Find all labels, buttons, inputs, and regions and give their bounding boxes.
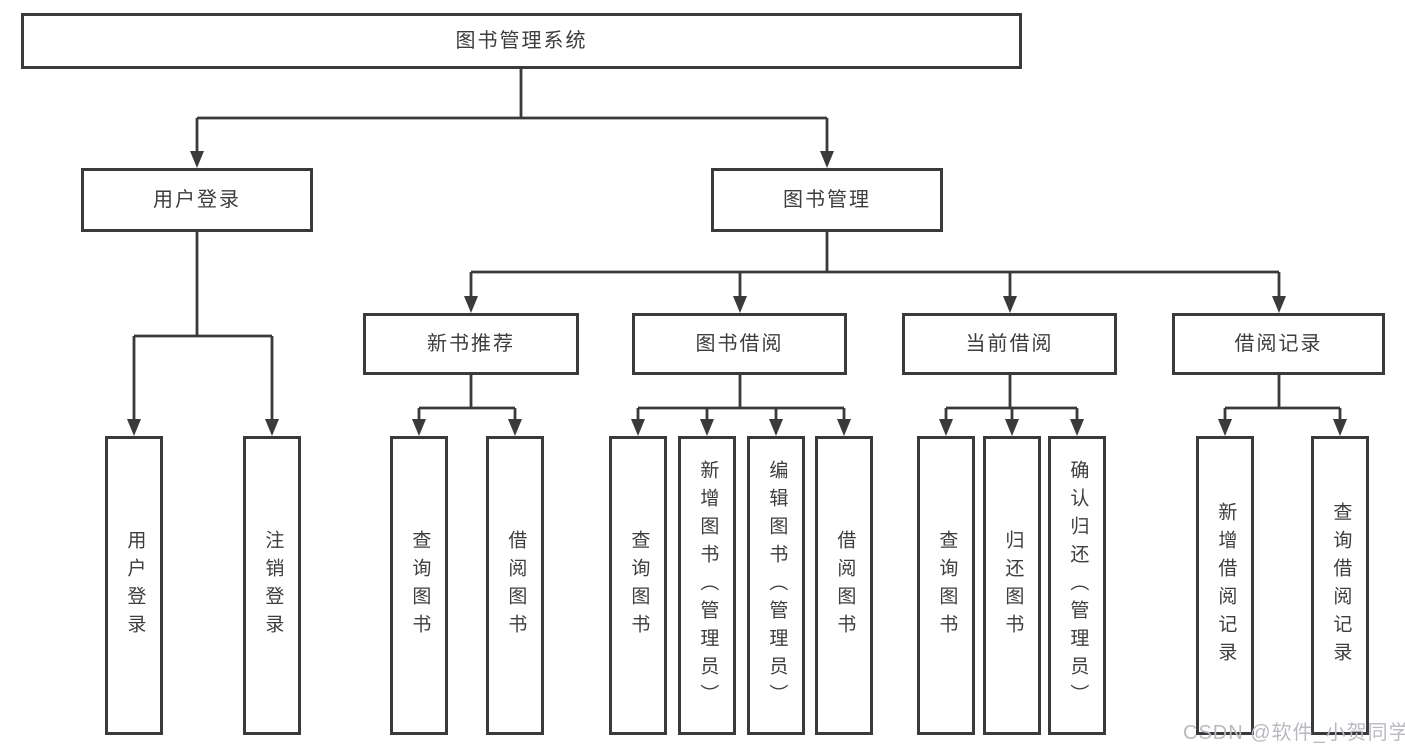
- leaf-label: 注销登录: [262, 529, 284, 642]
- node-new-book-recommend: 新书推荐: [363, 313, 579, 375]
- leaf-label: 用户登录: [124, 529, 146, 642]
- arrow-down-icon: [837, 419, 851, 436]
- leaf-label: 查询借阅记录: [1330, 501, 1352, 670]
- leaf-query-books-current: 查询图书: [917, 436, 975, 735]
- csdn-watermark: CSDN @软件_小贺同学: [1183, 722, 1405, 744]
- arrow-down-icon: [1003, 296, 1017, 313]
- node-borrow-records: 借阅记录: [1172, 313, 1385, 375]
- arrow-down-icon: [412, 419, 426, 436]
- leaf-label: 归还图书: [1002, 529, 1024, 642]
- leaf-query-books-borrowing: 查询图书: [609, 436, 667, 735]
- arrow-down-icon: [265, 419, 279, 436]
- arrow-down-icon: [1218, 419, 1232, 436]
- arrow-down-icon: [190, 151, 204, 168]
- leaf-label: 确认归还（管理员）: [1067, 459, 1089, 712]
- leaf-add-book-admin: 新增图书（管理员）: [678, 436, 736, 735]
- leaf-confirm-return-admin: 确认归还（管理员）: [1048, 436, 1106, 735]
- leaf-label: 查询图书: [936, 529, 958, 642]
- node-label: 图书管理: [783, 189, 871, 211]
- node-label: 当前借阅: [965, 333, 1054, 355]
- arrow-down-icon: [769, 419, 783, 436]
- node-root-system: 图书管理系统: [21, 13, 1022, 69]
- leaf-edit-book-admin: 编辑图书（管理员）: [747, 436, 805, 735]
- connector-root-to-level2: [195, 69, 829, 154]
- arrow-down-icon: [464, 296, 478, 313]
- connector-newbookrec-to-leaves: [417, 375, 517, 422]
- arrow-down-icon: [733, 296, 747, 313]
- node-label: 新书推荐: [427, 333, 515, 355]
- node-label: 用户登录: [153, 189, 241, 211]
- arrow-down-icon: [1272, 296, 1286, 313]
- leaf-logout: 注销登录: [243, 436, 301, 735]
- arrow-down-icon: [1005, 419, 1019, 436]
- arrow-down-icon: [820, 151, 834, 168]
- leaf-label: 查询图书: [628, 529, 650, 642]
- leaf-label: 编辑图书（管理员）: [766, 459, 788, 712]
- connector-userlogin-to-leaves: [132, 232, 274, 422]
- leaf-user-login: 用户登录: [105, 436, 163, 735]
- arrow-down-icon: [631, 419, 645, 436]
- arrow-down-icon: [939, 419, 953, 436]
- node-book-borrowing: 图书借阅: [632, 313, 847, 375]
- node-label: 图书管理系统: [455, 30, 588, 52]
- leaf-query-books-recommend: 查询图书: [390, 436, 448, 735]
- node-book-management-branch: 图书管理: [711, 168, 943, 232]
- leaf-borrow-books-recommend: 借阅图书: [486, 436, 544, 735]
- node-label: 图书借阅: [695, 333, 784, 355]
- arrow-down-icon: [1070, 419, 1084, 436]
- leaf-label: 查询图书: [409, 529, 431, 642]
- connector-bookmgmt-to-level3: [469, 232, 1281, 299]
- connector-bookborrow-to-leaves: [636, 375, 846, 422]
- leaf-query-borrow-record: 查询借阅记录: [1311, 436, 1369, 735]
- arrow-down-icon: [1333, 419, 1347, 436]
- leaf-add-borrow-record: 新增借阅记录: [1196, 436, 1254, 735]
- arrow-down-icon: [508, 419, 522, 436]
- node-user-login-branch: 用户登录: [81, 168, 313, 232]
- leaf-borrow-books: 借阅图书: [815, 436, 873, 735]
- leaf-label: 新增借阅记录: [1215, 501, 1237, 670]
- leaf-label: 新增图书（管理员）: [697, 459, 719, 712]
- node-label: 借阅记录: [1234, 333, 1323, 355]
- leaf-label: 借阅图书: [834, 529, 856, 642]
- leaf-label: 借阅图书: [505, 529, 527, 642]
- arrow-down-icon: [127, 419, 141, 436]
- arrow-down-icon: [700, 419, 714, 436]
- connector-borrowrecords-to-leaves: [1223, 375, 1342, 422]
- connector-currentborrow-to-leaves: [944, 375, 1079, 422]
- node-current-borrowing: 当前借阅: [902, 313, 1117, 375]
- leaf-return-book: 归还图书: [983, 436, 1041, 735]
